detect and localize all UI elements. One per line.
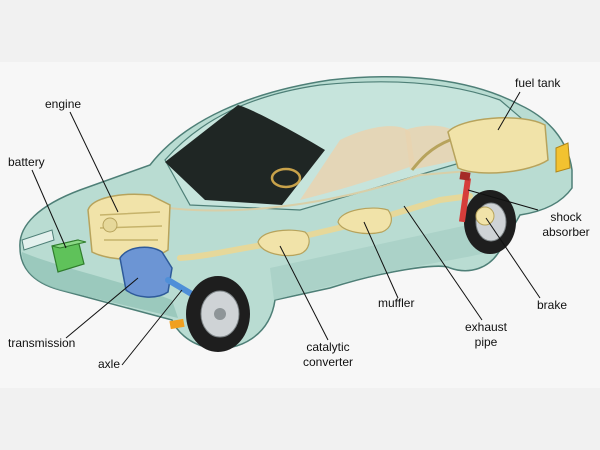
label-catalytic-converter: catalytic converter [298, 340, 358, 370]
leader-transmission [65, 277, 139, 339]
leader-fuel-tank [497, 91, 521, 131]
shock-absorber-shape [458, 177, 472, 223]
label-exhaust-pipe: exhaust pipe [458, 320, 514, 350]
label-battery: battery [8, 155, 45, 169]
leader-battery [31, 169, 67, 249]
label-brake: brake [537, 298, 568, 312]
label-muffler: muffler [378, 296, 415, 310]
leader-muffler [363, 221, 399, 299]
side-marker [169, 318, 185, 330]
leader-shock [467, 189, 539, 211]
leader-exhaust [403, 205, 483, 321]
brake-disc [475, 206, 495, 226]
label-transmission: transmission [8, 336, 76, 350]
leader-lines [31, 91, 541, 366]
label-shock-line2: absorber [542, 225, 590, 239]
label-exhaust-line2: pipe [474, 335, 498, 349]
catalytic-converter-shape [257, 229, 310, 257]
top-band [0, 0, 600, 62]
steering-wheel [270, 167, 302, 189]
brake-line [149, 164, 541, 212]
label-exhaust-line1: exhaust [464, 320, 508, 334]
label-shock-absorber: shock absorber [536, 210, 596, 240]
label-catalytic-line2: converter [302, 355, 354, 369]
transmission-shape [119, 246, 173, 298]
front-hub [214, 308, 226, 320]
windshield [165, 105, 325, 205]
shock-absorber-top [459, 171, 471, 181]
car-interior [300, 126, 415, 200]
leader-brake [485, 217, 541, 299]
engine-pulley [102, 217, 118, 233]
fuel-tank-shape [447, 117, 549, 174]
headlight [21, 229, 55, 251]
label-shock-line1: shock [550, 210, 582, 224]
muffler-shape [337, 207, 392, 235]
leader-catalytic [279, 245, 329, 341]
label-catalytic-line1: catalytic [306, 340, 350, 354]
car-side-panel [270, 218, 500, 300]
label-fuel-tank: fuel tank [515, 76, 561, 90]
label-engine: engine [45, 97, 82, 111]
fuel-filler [410, 138, 451, 171]
bottom-band [0, 388, 600, 450]
label-axle: axle [98, 357, 121, 371]
rear-light [555, 142, 571, 173]
leader-engine [69, 111, 119, 213]
leader-axle [121, 289, 183, 366]
battery-top [51, 239, 87, 249]
